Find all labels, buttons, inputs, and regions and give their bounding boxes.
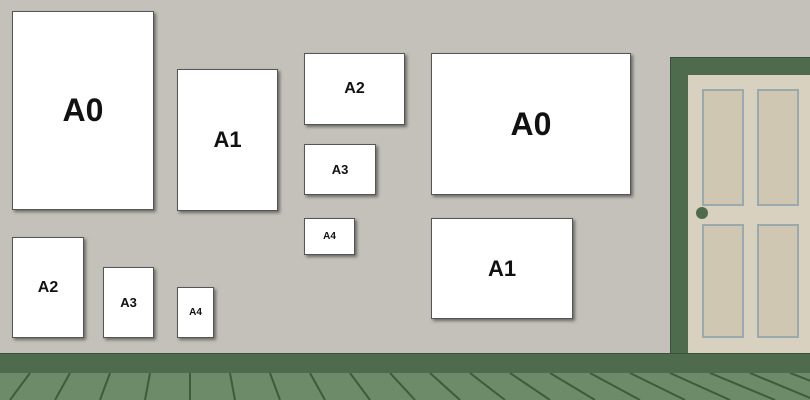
frame-a1-landscape: A1 — [431, 218, 573, 319]
frame-a0-portrait: A0 — [12, 11, 154, 210]
frame-label: A0 — [62, 92, 104, 128]
frame-label: A2 — [344, 80, 365, 97]
floor — [0, 373, 810, 400]
frame-label: A3 — [120, 295, 137, 310]
baseboard — [0, 353, 810, 374]
frame-a2-landscape: A2 — [304, 53, 405, 125]
frame-label: A2 — [37, 278, 59, 296]
frame-a4-landscape: A4 — [304, 218, 355, 255]
door-panel-top-left — [702, 89, 744, 206]
frame-label: A3 — [331, 162, 349, 177]
door-panel-top-right — [757, 89, 799, 206]
frame-a4-portrait: A4 — [177, 287, 214, 338]
floor-planks — [9, 373, 810, 400]
door-knob[interactable] — [696, 207, 708, 219]
frame-a3-landscape: A3 — [304, 144, 376, 195]
frame-label: A1 — [213, 127, 242, 152]
frame-a2-portrait: A2 — [12, 237, 84, 338]
frame-label: A4 — [189, 307, 202, 318]
door-panel-bottom-left — [702, 224, 744, 338]
door-panel-bottom-right — [757, 224, 799, 338]
frame-a3-portrait: A3 — [103, 267, 154, 338]
frame-label: A1 — [487, 255, 517, 281]
frame-a1-portrait: A1 — [177, 69, 278, 211]
frame-a0-landscape: A0 — [431, 53, 631, 195]
frame-label: A0 — [510, 105, 552, 142]
frame-label: A4 — [323, 231, 336, 242]
